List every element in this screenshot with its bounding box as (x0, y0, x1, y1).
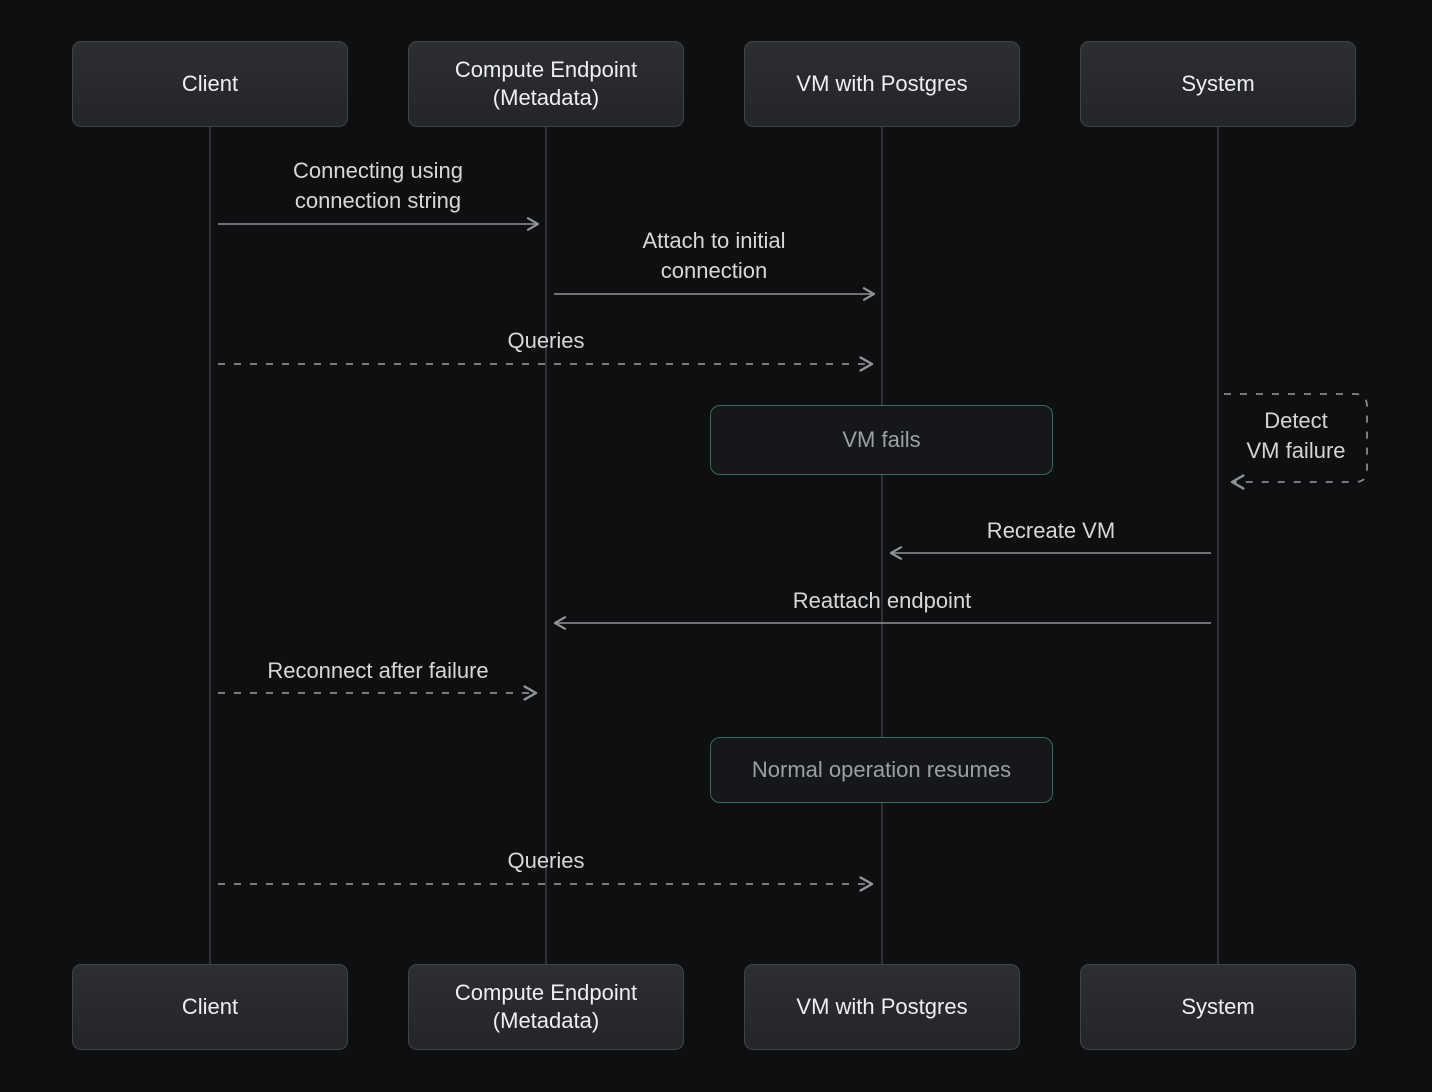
actor-system-bottom: System (1080, 964, 1356, 1050)
note-detect-vm-failure-label: Detect VM failure (1246, 408, 1346, 463)
lifeline-compute-endpoint (545, 127, 547, 964)
label-attach: Attach to initial connection (642, 228, 786, 283)
label-reconnect: Reconnect after failure (267, 658, 489, 683)
label-queries-2: Queries (507, 848, 585, 873)
note-vm-fails: VM fails (710, 405, 1053, 475)
actor-client-bottom: Client (72, 964, 348, 1050)
lifeline-client (209, 127, 211, 964)
label-connect: Connecting using connection string (292, 158, 464, 213)
actor-compute-endpoint-bottom: Compute Endpoint (Metadata) (408, 964, 684, 1050)
actor-vm-postgres-bottom: VM with Postgres (744, 964, 1020, 1050)
lifeline-vm-postgres (881, 127, 883, 964)
actor-system-top: System (1080, 41, 1356, 127)
actor-vm-postgres-top: VM with Postgres (744, 41, 1020, 127)
actor-compute-endpoint-top: Compute Endpoint (Metadata) (408, 41, 684, 127)
label-reattach-endpoint: Reattach endpoint (792, 588, 972, 613)
label-recreate-vm: Recreate VM (986, 518, 1116, 543)
actor-client-top: Client (72, 41, 348, 127)
label-queries-1: Queries (507, 328, 585, 353)
note-normal-operation-resumes: Normal operation resumes (710, 737, 1053, 803)
lifeline-system (1217, 127, 1219, 964)
